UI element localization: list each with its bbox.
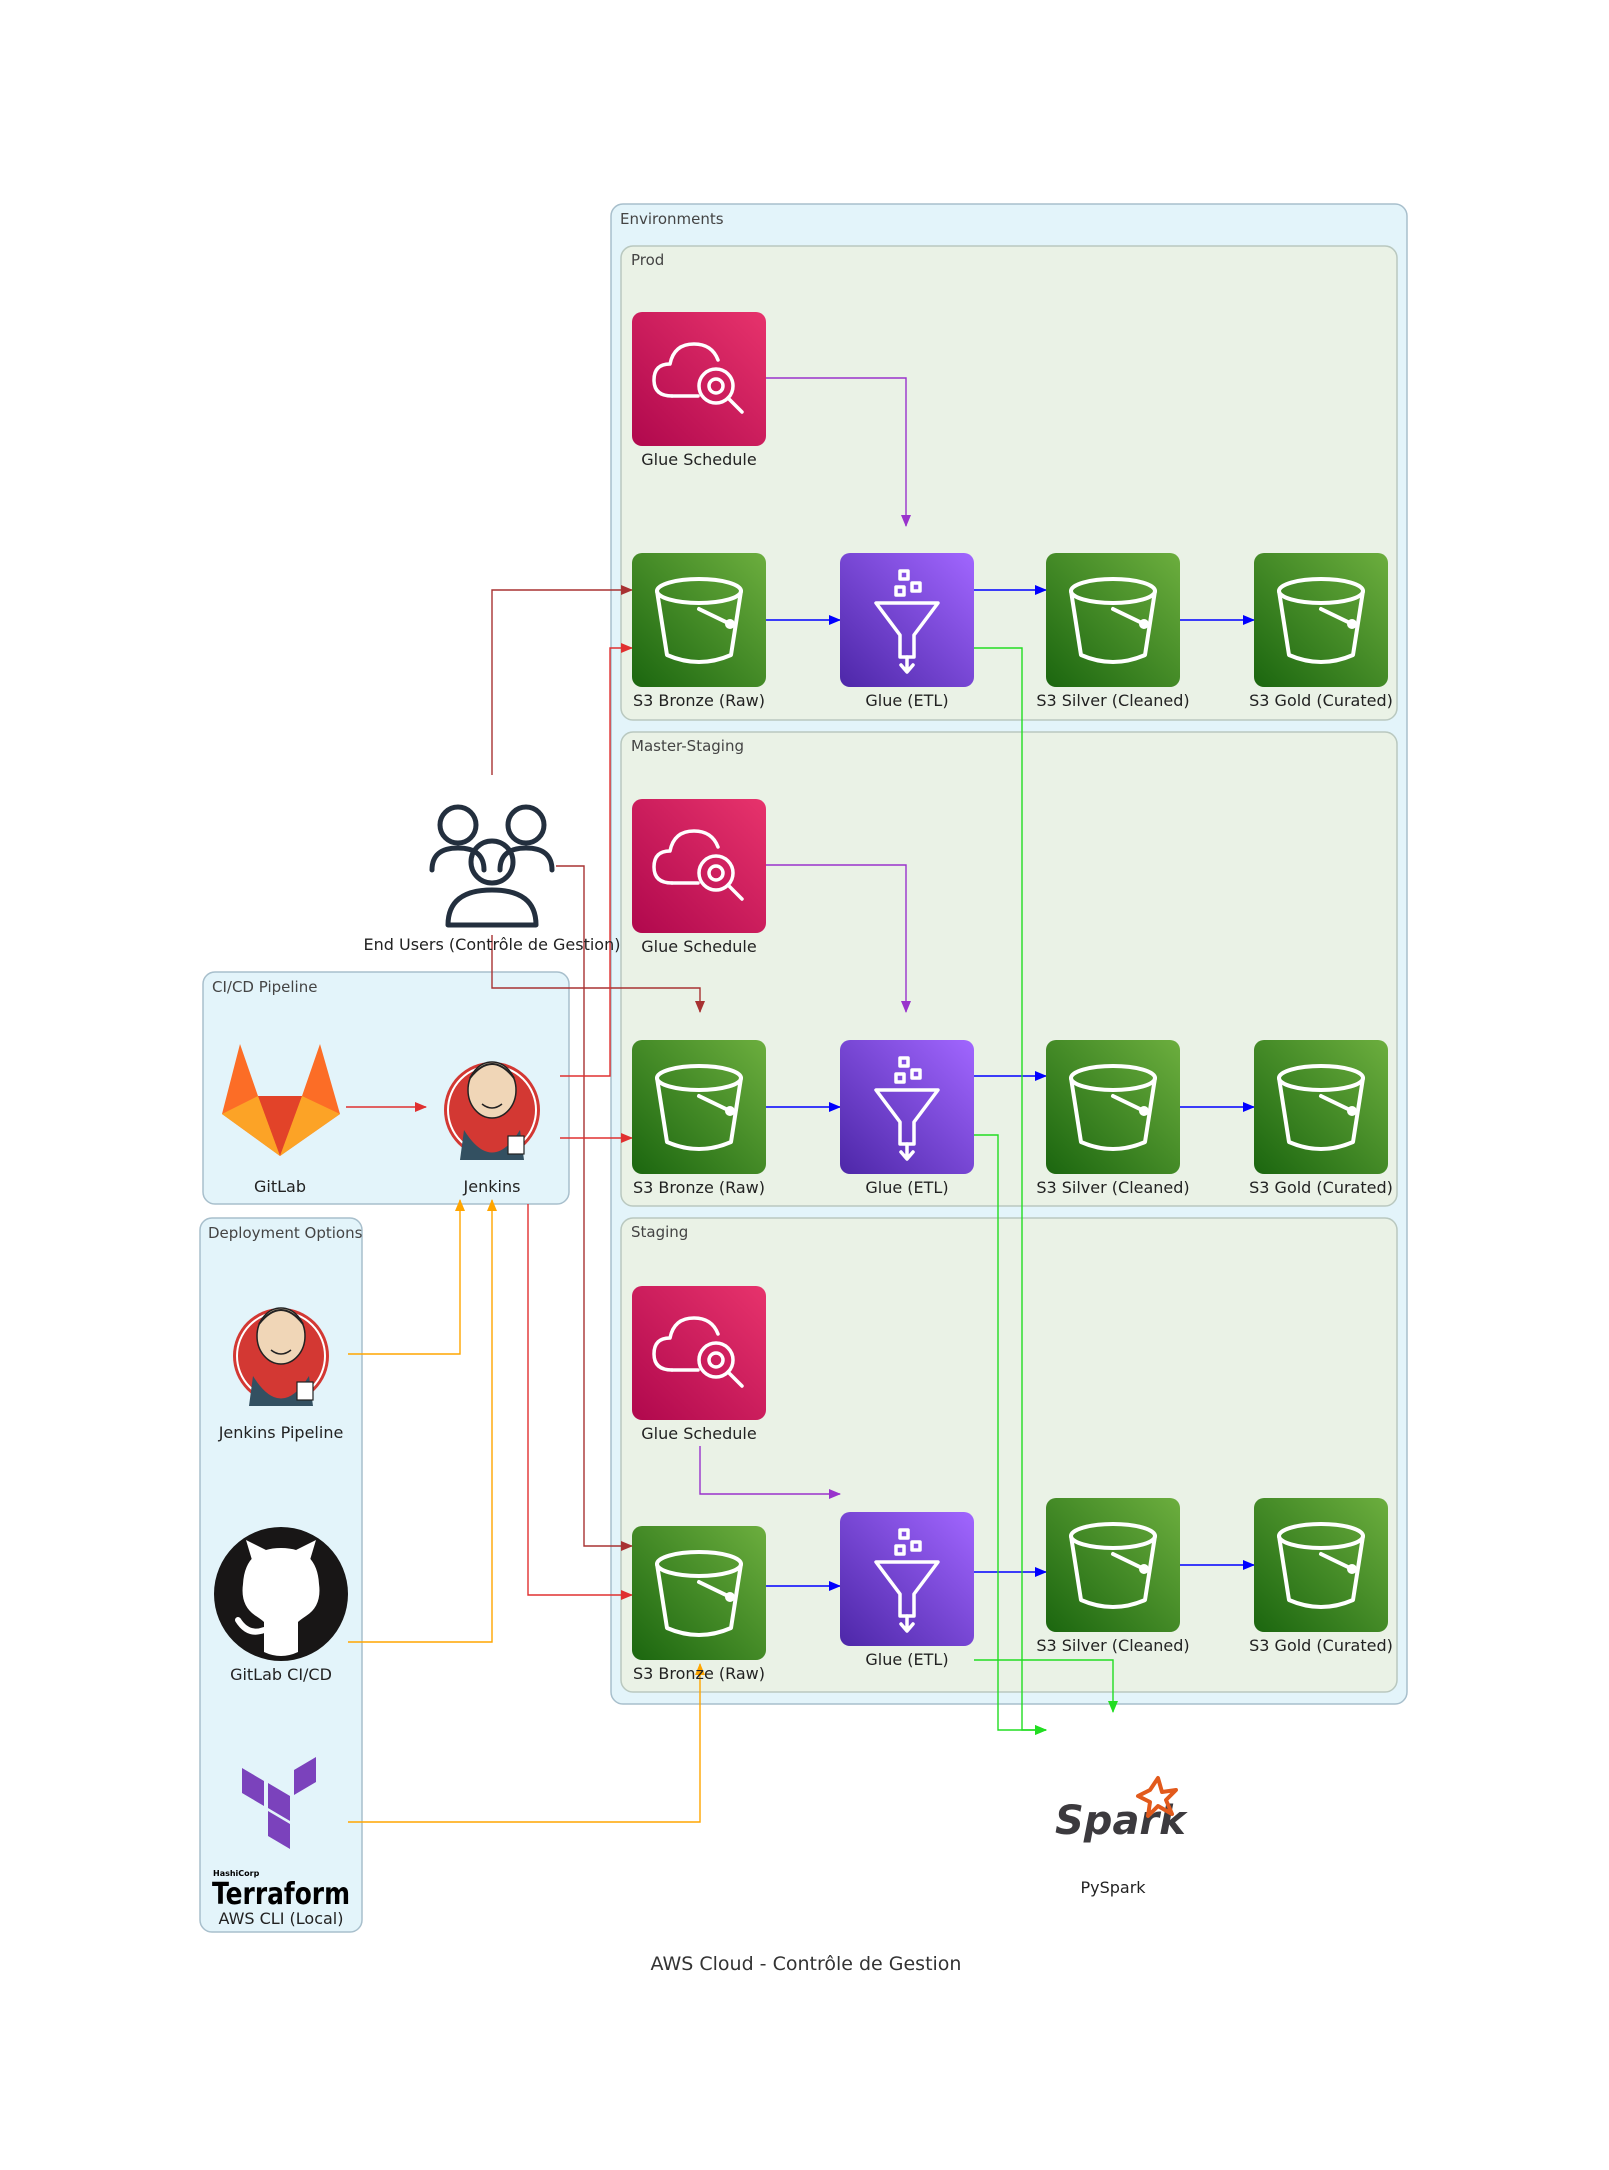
node-label: S3 Silver (Cleaned) bbox=[1036, 1636, 1189, 1655]
terraform-small-text: HashiCorp bbox=[213, 1869, 260, 1878]
prod-s3-silver-node[interactable]: S3 Silver (Cleaned) bbox=[1036, 551, 1190, 710]
glue-etl-icon bbox=[838, 1510, 976, 1648]
glue-schedule-icon bbox=[630, 1284, 768, 1422]
s3-bucket-icon bbox=[1044, 1038, 1182, 1176]
node-label: PySpark bbox=[1080, 1878, 1146, 1897]
prod-s3-bronze-node[interactable]: S3 Bronze (Raw) bbox=[630, 551, 768, 710]
node-label: Glue (ETL) bbox=[865, 1178, 948, 1197]
edge-users-to-prod-bronze bbox=[491, 585, 633, 775]
staging-s3-gold-node[interactable]: S3 Gold (Curated) bbox=[1249, 1496, 1393, 1655]
edge-prod-schedule-to-glue bbox=[766, 377, 911, 527]
node-label: Glue Schedule bbox=[641, 1424, 756, 1443]
ms-s3-gold-node[interactable]: S3 Gold (Curated) bbox=[1249, 1038, 1393, 1197]
edge-staging-schedule-to-glue bbox=[699, 1446, 841, 1499]
glue-etl-icon bbox=[838, 551, 976, 689]
staging-glue-schedule-node[interactable]: Glue Schedule bbox=[630, 1284, 768, 1443]
node-label: S3 Bronze (Raw) bbox=[633, 1664, 765, 1683]
node-label: S3 Bronze (Raw) bbox=[633, 691, 765, 710]
spark-logo-icon: Spark bbox=[1055, 1776, 1188, 1844]
cluster-environments-label: Environments bbox=[620, 210, 724, 228]
prod-s3-gold-node[interactable]: S3 Gold (Curated) bbox=[1249, 551, 1393, 710]
jenkins-node[interactable]: Jenkins bbox=[444, 1061, 540, 1196]
cluster-master-staging-label: Master-Staging bbox=[631, 737, 744, 755]
s3-bucket-icon bbox=[1252, 551, 1390, 689]
glue-schedule-icon bbox=[630, 797, 768, 935]
edges bbox=[346, 377, 1255, 1823]
staging-s3-bronze-node[interactable]: S3 Bronze (Raw) bbox=[630, 1524, 768, 1683]
edge-jenkins-pipeline-to-jenkins bbox=[348, 1199, 465, 1355]
pyspark-node[interactable]: Spark PySpark bbox=[1055, 1776, 1188, 1897]
aws-cli-node[interactable]: HashiCorp Terraform AWS CLI (Local) bbox=[212, 1757, 350, 1928]
node-label: Glue (ETL) bbox=[865, 1650, 948, 1669]
glue-etl-icon bbox=[838, 1038, 976, 1176]
gitlab-cicd-node[interactable]: GitLab CI/CD bbox=[214, 1527, 348, 1684]
prod-glue-schedule-node[interactable]: Glue Schedule bbox=[630, 310, 768, 469]
edge-users-to-ms-bronze bbox=[491, 935, 705, 1013]
edge-users-to-staging-bronze bbox=[556, 865, 633, 1551]
s3-bucket-icon bbox=[1252, 1038, 1390, 1176]
node-label: End Users (Contrôle de Gestion) bbox=[364, 935, 621, 954]
edge-gitlab-cicd-to-jenkins bbox=[348, 1199, 497, 1643]
jenkins-butler-icon bbox=[233, 1307, 329, 1406]
cluster-deployment-label: Deployment Options bbox=[208, 1224, 363, 1242]
spark-wordmark: Spark bbox=[1055, 1798, 1188, 1844]
glue-schedule-icon bbox=[630, 310, 768, 448]
ms-glue-etl-node[interactable]: Glue (ETL) bbox=[838, 1038, 976, 1197]
cluster-staging-label: Staging bbox=[631, 1223, 688, 1241]
node-label: S3 Bronze (Raw) bbox=[633, 1178, 765, 1197]
s3-bucket-icon bbox=[1252, 1496, 1390, 1634]
node-label: Jenkins Pipeline bbox=[218, 1423, 344, 1442]
node-label: Glue Schedule bbox=[641, 450, 756, 469]
s3-bucket-icon bbox=[630, 1038, 768, 1176]
jenkins-pipeline-node[interactable]: Jenkins Pipeline bbox=[218, 1307, 344, 1442]
s3-bucket-icon bbox=[1044, 551, 1182, 689]
cluster-master-staging: Master-Staging bbox=[620, 731, 1398, 1207]
node-label: S3 Silver (Cleaned) bbox=[1036, 1178, 1189, 1197]
node-label: S3 Gold (Curated) bbox=[1249, 691, 1393, 710]
node-label: S3 Gold (Curated) bbox=[1249, 1636, 1393, 1655]
ms-s3-silver-node[interactable]: S3 Silver (Cleaned) bbox=[1036, 1038, 1190, 1197]
node-label: Glue Schedule bbox=[641, 937, 756, 956]
prod-glue-etl-node[interactable]: Glue (ETL) bbox=[838, 551, 976, 710]
edge-ms-glue-to-pyspark bbox=[974, 1134, 1047, 1735]
s3-bucket-icon bbox=[630, 1524, 768, 1662]
edge-jenkins-to-prod-bronze bbox=[560, 643, 633, 1077]
staging-s3-silver-node[interactable]: S3 Silver (Cleaned) bbox=[1036, 1496, 1190, 1655]
diagram-title: AWS Cloud - Contrôle de Gestion bbox=[651, 1953, 962, 1975]
jenkins-butler-icon bbox=[444, 1061, 540, 1160]
terraform-logo-icon: HashiCorp Terraform bbox=[212, 1757, 350, 1912]
github-octocat-icon bbox=[214, 1527, 348, 1661]
edge-staging-glue-to-pyspark bbox=[974, 1659, 1118, 1713]
node-label: AWS CLI (Local) bbox=[219, 1909, 344, 1928]
cluster-prod: Prod bbox=[620, 245, 1398, 721]
staging-glue-etl-node[interactable]: Glue (ETL) bbox=[838, 1510, 976, 1669]
s3-bucket-icon bbox=[630, 551, 768, 689]
edge-jenkins-to-staging-bronze bbox=[527, 1204, 633, 1600]
gitlab-fox-icon bbox=[222, 1044, 340, 1156]
node-label: Jenkins bbox=[463, 1177, 521, 1196]
node-label: GitLab CI/CD bbox=[230, 1665, 332, 1684]
terraform-wordmark: Terraform bbox=[212, 1877, 350, 1912]
edge-terraform-to-staging-bronze bbox=[348, 1663, 705, 1823]
end-users-node[interactable]: End Users (Contrôle de Gestion) bbox=[364, 804, 621, 954]
ms-s3-bronze-node[interactable]: S3 Bronze (Raw) bbox=[630, 1038, 768, 1197]
node-label: GitLab bbox=[254, 1177, 306, 1196]
node-label: S3 Gold (Curated) bbox=[1249, 1178, 1393, 1197]
cluster-cicd-label: CI/CD Pipeline bbox=[212, 978, 317, 996]
s3-bucket-icon bbox=[1044, 1496, 1182, 1634]
gitlab-node[interactable]: GitLab bbox=[222, 1044, 340, 1196]
cluster-staging: Staging bbox=[620, 1217, 1398, 1693]
users-icon bbox=[429, 804, 555, 928]
cluster-prod-label: Prod bbox=[631, 251, 664, 269]
ms-glue-schedule-node[interactable]: Glue Schedule bbox=[630, 797, 768, 956]
node-label: S3 Silver (Cleaned) bbox=[1036, 691, 1189, 710]
edge-ms-schedule-to-glue bbox=[766, 864, 911, 1013]
node-label: Glue (ETL) bbox=[865, 691, 948, 710]
